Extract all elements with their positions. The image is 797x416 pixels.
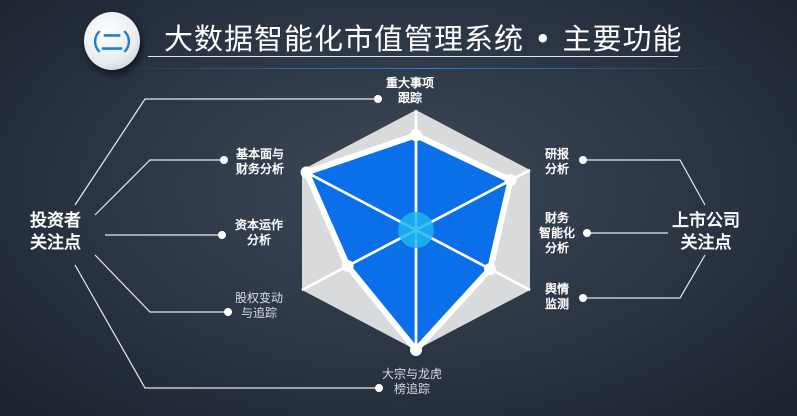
connector-line xyxy=(94,159,224,216)
connector-lines xyxy=(74,98,706,389)
connector-line xyxy=(74,98,378,206)
page-title: 大数据智能化市值管理系统 • 主要功能 xyxy=(164,22,683,56)
glow-divider xyxy=(100,68,750,69)
label-financial-ai: 财务 智能化 分析 xyxy=(539,211,576,255)
connector-line xyxy=(94,254,228,313)
radar-vertex-dot xyxy=(410,129,422,142)
connector-dots xyxy=(218,95,591,392)
label-sentiment: 舆情 监测 xyxy=(545,282,570,311)
radar-vertex-dot xyxy=(300,166,313,179)
label-capital-ops: 资本运作 分析 xyxy=(235,218,284,247)
label-research: 研报 分析 xyxy=(545,147,570,176)
connector-line xyxy=(583,254,706,299)
radar-center xyxy=(398,212,434,248)
label-major-events: 重大事项 跟踪 xyxy=(386,76,435,105)
radar-vertex-dot xyxy=(410,344,422,356)
label-block-trades: 大宗与龙虎 榜追踪 xyxy=(382,367,443,396)
group-company-focus: 上市公司 关注点 xyxy=(672,211,740,253)
group-investor-focus: 投资者 关注点 xyxy=(30,211,81,253)
connector-line xyxy=(583,159,706,206)
connector-line xyxy=(74,264,379,389)
radar-vertex-dot xyxy=(504,174,517,187)
title-divider xyxy=(148,56,678,57)
radar-vertex-dots xyxy=(300,129,517,356)
radar-vertex-dot xyxy=(484,263,497,275)
label-equity-change: 股权变动 与追踪 xyxy=(235,291,284,320)
radar-vertex-dot xyxy=(341,260,354,272)
label-fundamentals: 基本面与 财务分析 xyxy=(236,147,285,176)
section-number-badge: （二） xyxy=(79,12,145,70)
